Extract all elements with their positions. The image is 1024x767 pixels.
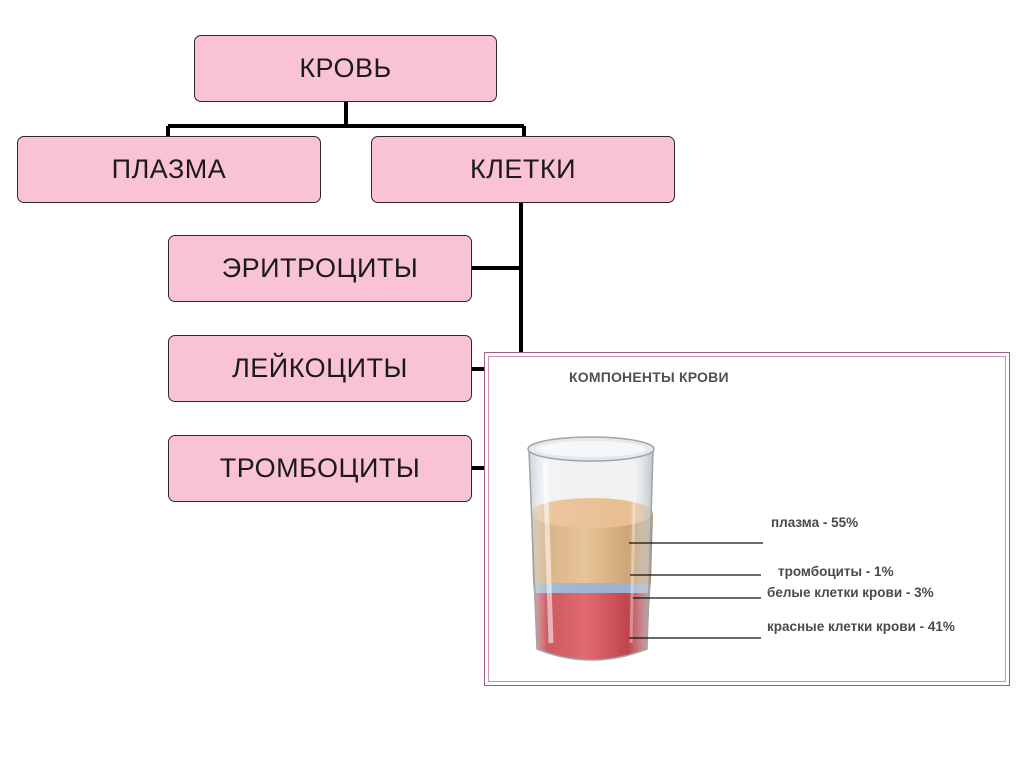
node-plasma: ПЛАЗМА (17, 136, 321, 203)
beaker-illustration (527, 436, 763, 661)
figure-inner-border (488, 356, 1006, 682)
node-leukocytes: ЛЕЙКОЦИТЫ (168, 335, 472, 402)
node-thrombocytes: ТРОМБОЦИТЫ (168, 435, 472, 502)
figure-title: КОМПОНЕНТЫ КРОВИ (569, 369, 729, 385)
label-platelets: тромбоциты - 1% (778, 564, 894, 579)
label-white-cells: белые клетки крови - 3% (767, 585, 934, 600)
node-cells: КЛЕТКИ (371, 136, 675, 203)
label-red-cells: красные клетки крови - 41% (767, 619, 955, 634)
node-erythrocytes: ЭРИТРОЦИТЫ (168, 235, 472, 302)
label-plasma: плазма - 55% (771, 515, 859, 530)
blood-components-figure: КОМПОНЕНТЫ КРОВИ (484, 352, 1010, 686)
node-blood: КРОВЬ (194, 35, 497, 102)
